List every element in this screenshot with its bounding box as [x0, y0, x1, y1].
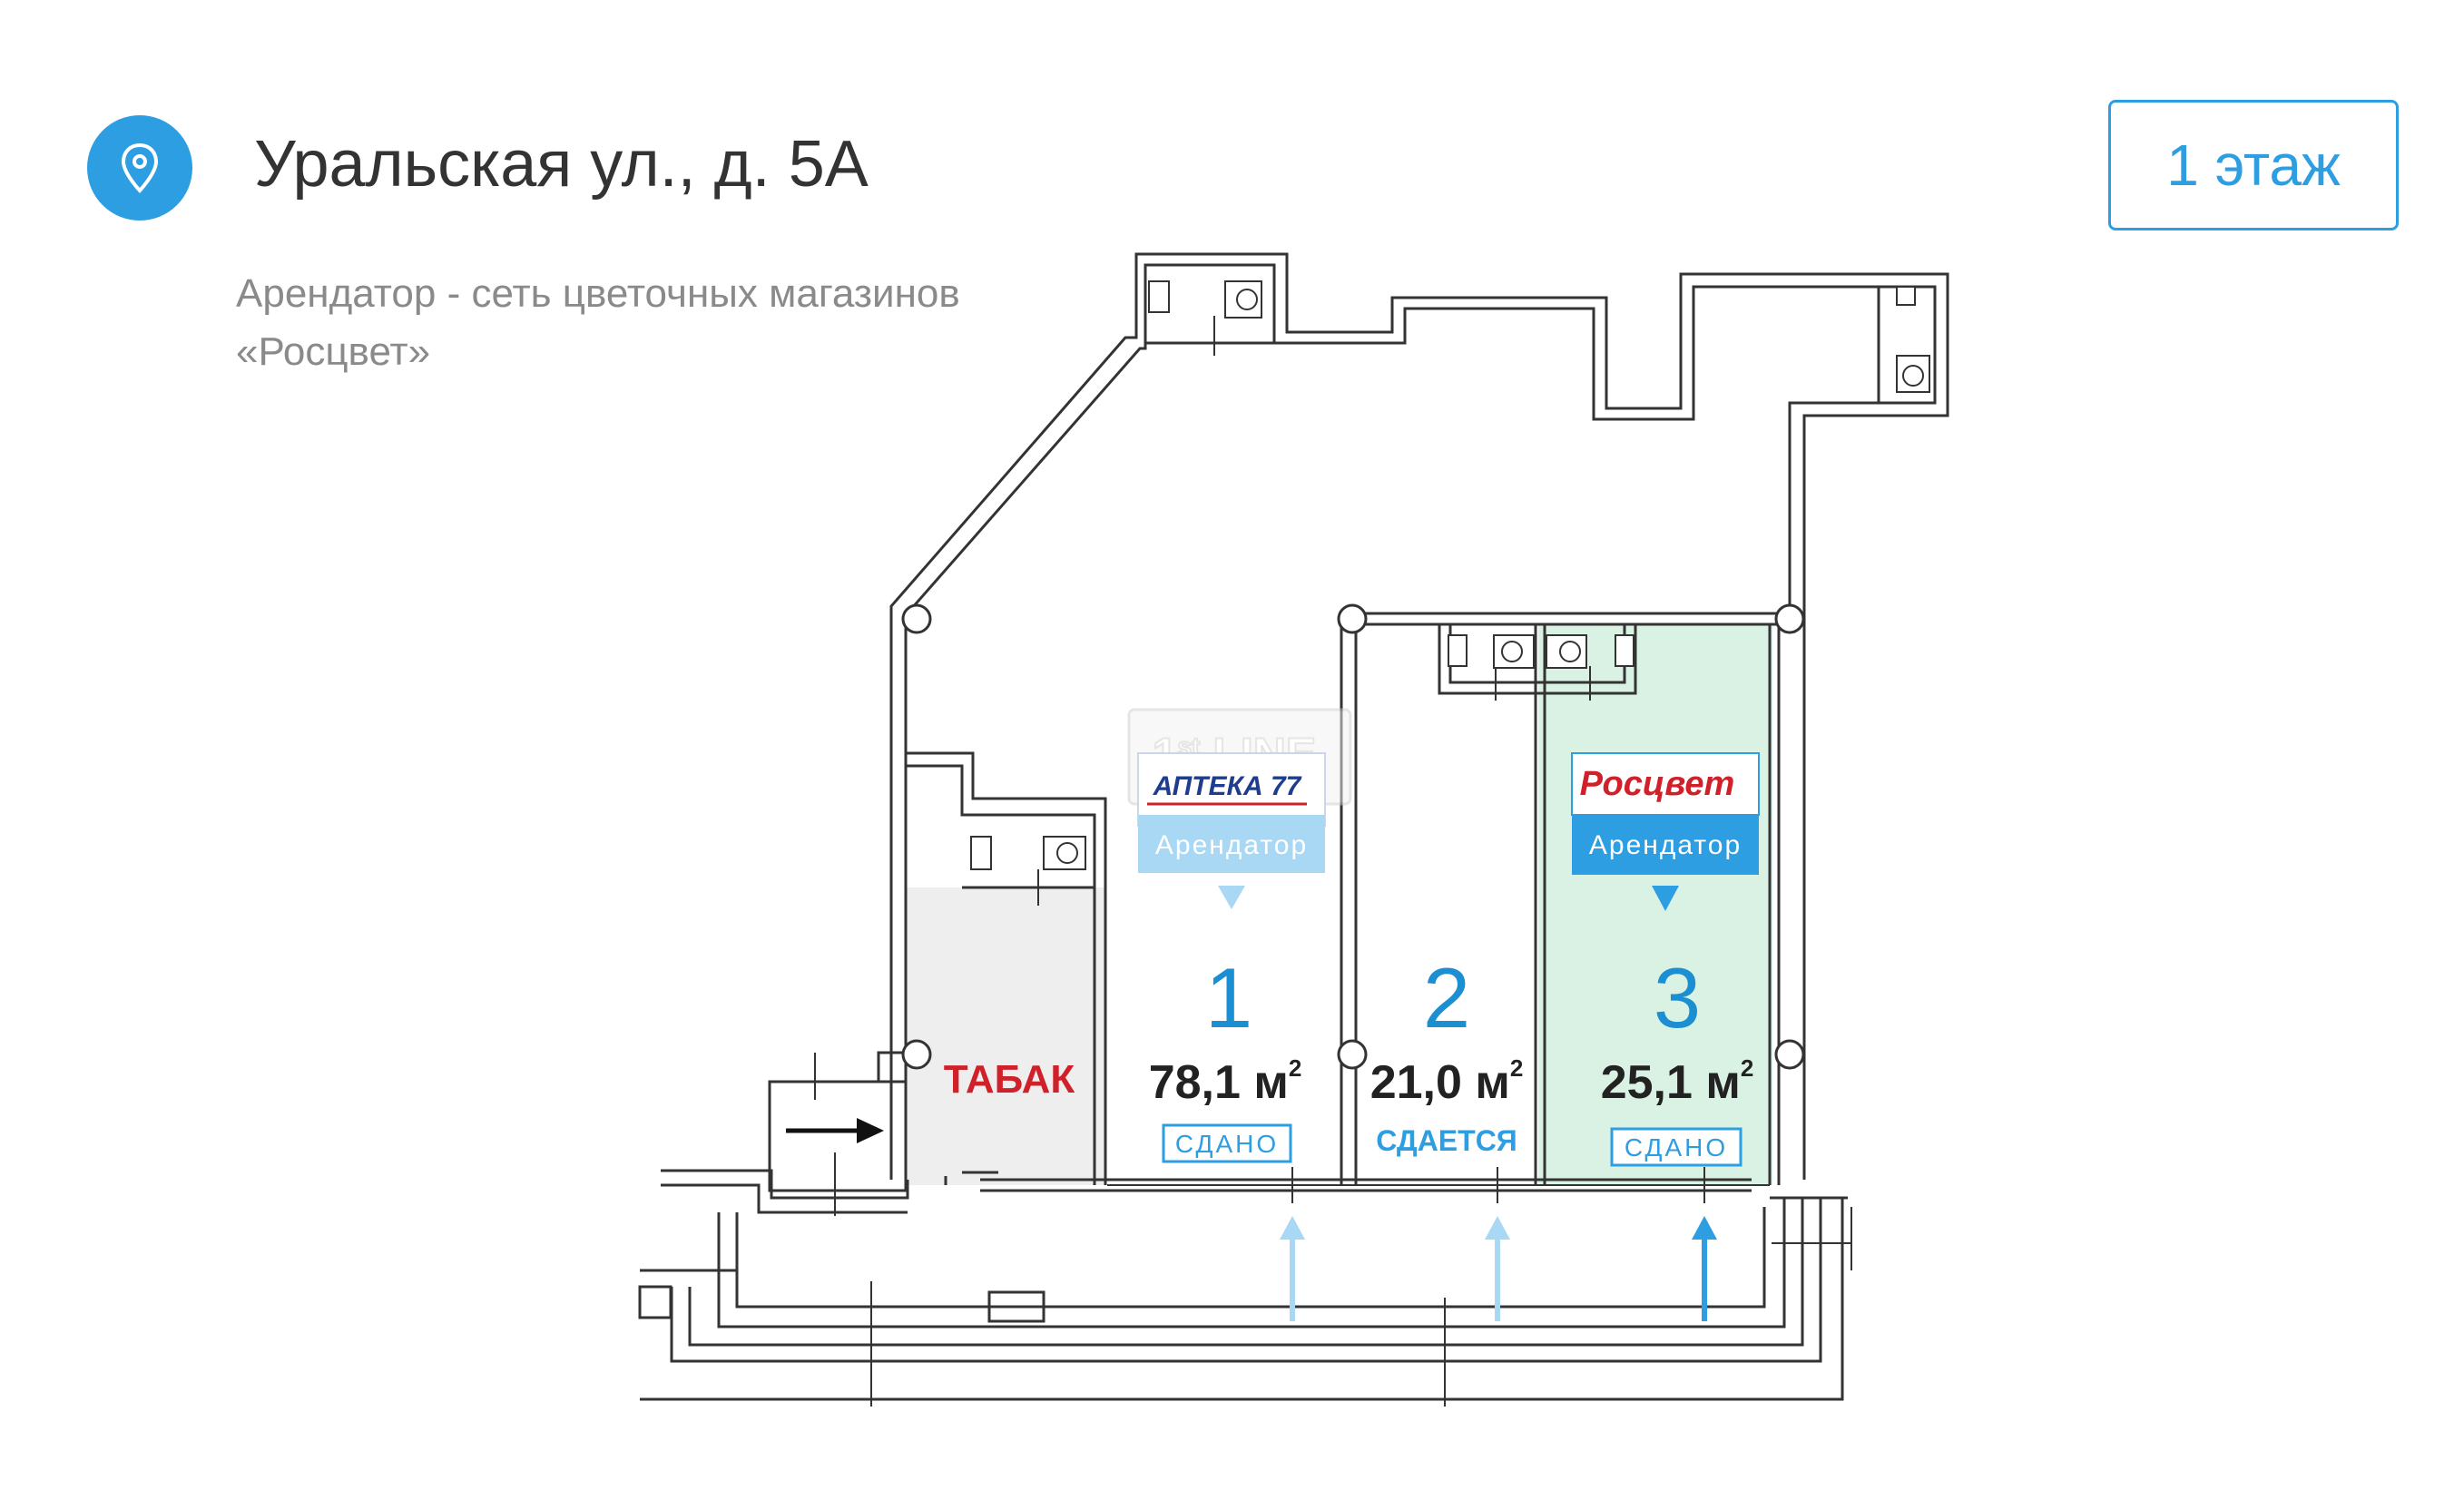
- floor-button[interactable]: 1 этаж: [2108, 100, 2399, 230]
- arrow-up-icon: [1485, 1216, 1510, 1321]
- apteka-logo: АПТЕКА 77: [1153, 771, 1302, 801]
- arrow-right-icon: [786, 1118, 884, 1143]
- unit-2-number: 2: [1423, 950, 1470, 1045]
- status-unit-2: СДАЕТСЯ: [1376, 1124, 1517, 1157]
- pointer-down-icon: [1218, 886, 1245, 909]
- plan-ticks: [814, 316, 1852, 1407]
- arrow-up-icon: [1692, 1216, 1717, 1321]
- tenant-label-unit-3: Арендатор: [1589, 830, 1742, 860]
- unit-3-highlight[interactable]: [1538, 624, 1772, 1185]
- status-badge-unit-3: СДАНО: [1610, 1127, 1742, 1167]
- unit-1-number: 1: [1205, 950, 1252, 1045]
- status-badge-unit-1: СДАНО: [1162, 1123, 1292, 1163]
- unit-2-area: 21,0 м2: [1370, 1054, 1524, 1109]
- roscvet-logo: Росцвет: [1580, 765, 1735, 803]
- tenant-card-unit-3[interactable]: Росцвет Арендатор: [1571, 752, 1760, 911]
- unit-1-area: 78,1 м2: [1149, 1054, 1302, 1109]
- tabak-label: ТАБАК: [944, 1057, 1075, 1102]
- toilet-icons: [970, 280, 1930, 870]
- unit-3-area: 25,1 м2: [1601, 1054, 1754, 1109]
- tabak-room-fill: [906, 887, 1104, 1185]
- location-pin-icon: [121, 142, 159, 193]
- tenant-card-unit-1[interactable]: АПТЕКА 77 Арендатор: [1137, 752, 1326, 909]
- svg-text:СДАНО: СДАНО: [1175, 1130, 1279, 1158]
- pointer-down-icon: [1652, 886, 1679, 911]
- svg-text:СДАНО: СДАНО: [1625, 1133, 1728, 1162]
- arrow-up-icon: [1280, 1216, 1305, 1321]
- tenant-label-unit-1: Арендатор: [1155, 830, 1308, 860]
- location-badge: [87, 115, 192, 221]
- page-title: Уральская ул., д. 5А: [254, 128, 869, 201]
- page-subtitle: Арендатор - сеть цветочных магазинов «Ро…: [236, 271, 960, 374]
- unit-3-number: 3: [1654, 950, 1701, 1045]
- column-markers: [901, 603, 1805, 1070]
